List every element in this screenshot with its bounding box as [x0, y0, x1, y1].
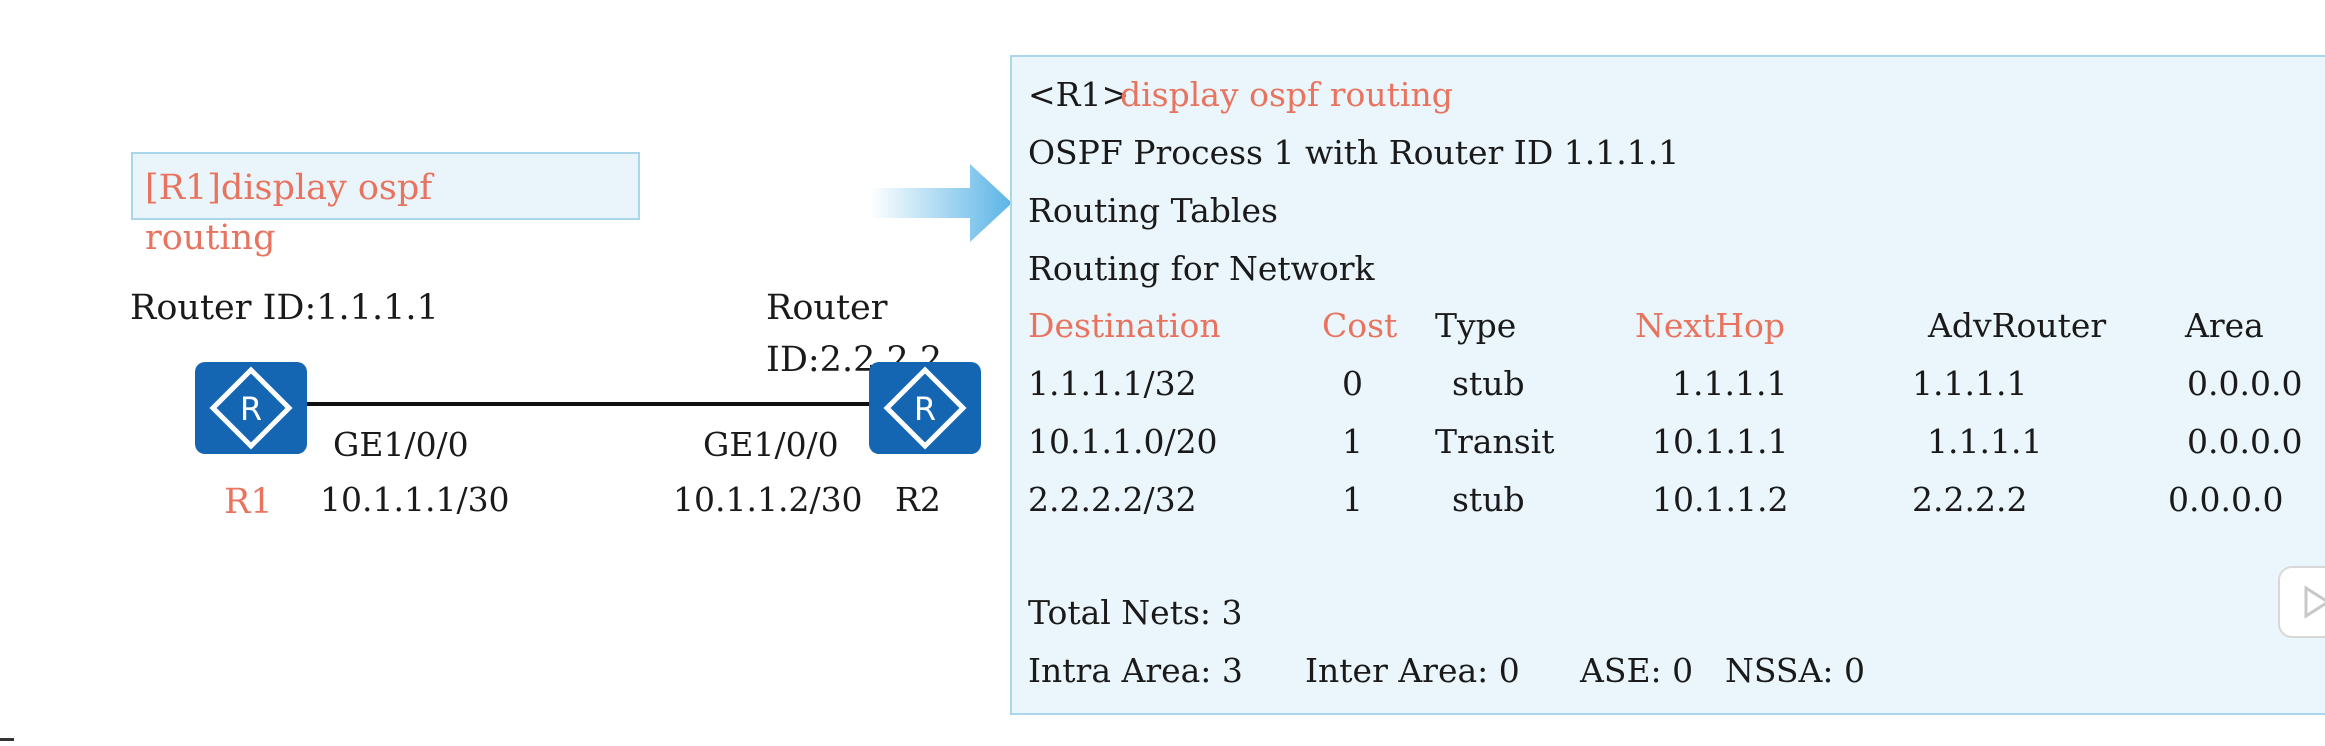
header-cost: Cost	[1322, 306, 1398, 345]
r1-ip: 10.1.1.1/30	[320, 480, 510, 519]
r2-ip: 10.1.1.2/30	[673, 480, 863, 519]
r2-interface: GE1/0/0	[703, 425, 839, 464]
play-icon[interactable]	[2278, 566, 2325, 638]
row1-destination: 1.1.1.1/32	[1028, 364, 1197, 403]
header-advrouter: AdvRouter	[1928, 306, 2107, 345]
terminal-panel	[1010, 55, 2325, 715]
r1-name: R1	[224, 482, 273, 522]
router-glyph: R	[914, 390, 936, 428]
router-icon: R	[869, 362, 981, 454]
link-line	[300, 402, 890, 406]
row2-advrouter: 1.1.1.1	[1927, 422, 2043, 461]
r1-router-id: Router ID:1.1.1.1	[130, 288, 439, 328]
row1-cost: 0	[1342, 364, 1363, 403]
r1-interface: GE1/0/0	[333, 425, 469, 464]
row1-nexthop: 1.1.1.1	[1672, 364, 1788, 403]
row2-cost: 1	[1342, 422, 1363, 461]
row2-area: 0.0.0.0	[2187, 422, 2303, 461]
row3-area: 0.0.0.0	[2168, 480, 2284, 519]
terminal-prompt: <R1>	[1028, 75, 1130, 114]
header-type: Type	[1435, 306, 1517, 345]
tables-line: Routing Tables	[1028, 191, 1278, 230]
r2-router-id-line1: Router	[766, 288, 888, 328]
terminal-command: display ospf routing	[1120, 75, 1453, 114]
router-icon: R	[195, 362, 307, 454]
row1-advrouter: 1.1.1.1	[1912, 364, 2028, 403]
summary-inter: Inter Area: 0	[1305, 651, 1520, 690]
command-box	[131, 152, 640, 220]
router-glyph: R	[240, 390, 262, 428]
row2-nexthop: 10.1.1.1	[1652, 422, 1789, 461]
process-line: OSPF Process 1 with Router ID 1.1.1.1	[1028, 133, 1680, 172]
row2-type: Transit	[1435, 422, 1555, 461]
edge-mark	[0, 738, 14, 741]
header-destination: Destination	[1028, 306, 1221, 345]
arrow-right-icon	[870, 160, 1020, 250]
total-nets: Total Nets: 3	[1028, 593, 1243, 632]
row3-destination: 2.2.2.2/32	[1028, 480, 1197, 519]
row3-type: stub	[1452, 480, 1525, 519]
header-nexthop: NextHop	[1635, 306, 1786, 345]
r2-name: R2	[895, 480, 941, 519]
row3-nexthop: 10.1.1.2	[1652, 480, 1789, 519]
header-area: Area	[2185, 306, 2264, 345]
row3-cost: 1	[1342, 480, 1363, 519]
command-box-line2: routing	[145, 218, 276, 258]
summary-ase: ASE: 0	[1580, 651, 1694, 690]
row1-area: 0.0.0.0	[2187, 364, 2303, 403]
row1-type: stub	[1452, 364, 1525, 403]
command-box-line1: [R1]display ospf	[145, 168, 433, 208]
summary-nssa: NSSA: 0	[1725, 651, 1865, 690]
row2-destination: 10.1.1.0/20	[1028, 422, 1218, 461]
summary-intra: Intra Area: 3	[1028, 651, 1243, 690]
network-line: Routing for Network	[1028, 249, 1375, 288]
row3-advrouter: 2.2.2.2	[1912, 480, 2028, 519]
